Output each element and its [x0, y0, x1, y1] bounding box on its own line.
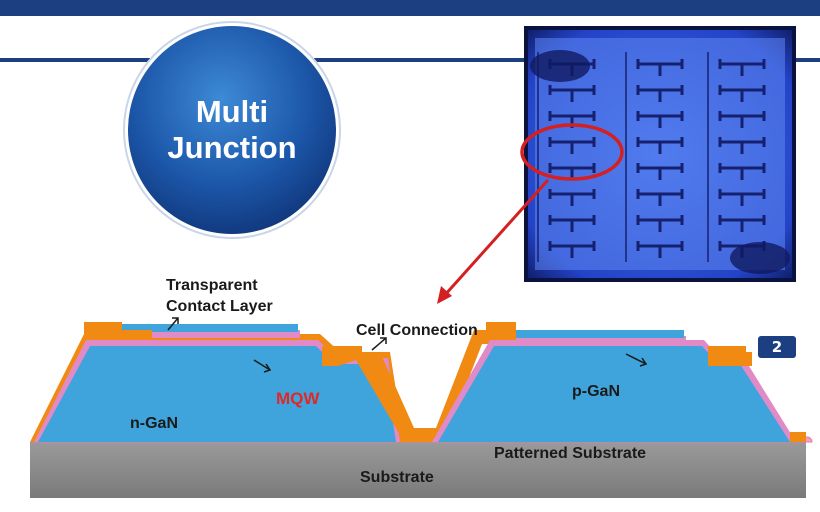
label-transparent-contact-line2: Contact Layer	[166, 298, 273, 315]
label-cell-connection: Cell Connection	[356, 322, 478, 339]
finger-shadow-bottom	[730, 242, 790, 274]
led-cell-pattern	[548, 111, 596, 128]
label-substrate: Substrate	[360, 469, 434, 486]
led-cell-pattern	[636, 189, 684, 206]
led-cell-pattern	[636, 215, 684, 232]
led-cell-pattern	[636, 241, 684, 258]
label-patterned-substrate: Patterned Substrate	[494, 445, 646, 462]
right-mesa	[432, 322, 806, 442]
led-cell-pattern	[548, 215, 596, 232]
led-cell-pattern	[636, 163, 684, 180]
highlight-arrow	[437, 178, 550, 304]
label-transparent-contact-line1: Transparent	[166, 277, 258, 294]
left-mesa	[30, 322, 404, 442]
multi-junction-badge: Multi Junction	[123, 21, 341, 239]
pointer-arrows	[167, 317, 648, 373]
substrate-layer	[30, 442, 806, 498]
led-cell-pattern	[636, 111, 684, 128]
circle-title-line2: Junction	[167, 130, 296, 165]
led-cell-pattern	[718, 215, 766, 232]
header-underline	[0, 58, 820, 62]
led-cell-pattern	[718, 163, 766, 180]
led-cell-pattern	[718, 59, 766, 76]
led-cell-pattern	[718, 189, 766, 206]
finger-shadow-top	[530, 50, 590, 82]
led-cell-pattern	[548, 241, 596, 258]
highlight-circle	[520, 123, 624, 181]
label-mqw: MQW	[276, 389, 320, 408]
led-cell-pattern	[548, 189, 596, 206]
led-cell-pattern	[548, 137, 596, 154]
label-p-gan: p-GaN	[572, 383, 620, 400]
led-cell-pattern	[548, 163, 596, 180]
header-bar	[0, 0, 820, 16]
label-n-gan: n-GaN	[130, 415, 178, 432]
led-cell-pattern	[718, 85, 766, 102]
led-array-photo	[520, 26, 796, 282]
led-cell-pattern	[636, 85, 684, 102]
led-cell-pattern	[718, 137, 766, 154]
circle-title-line1: Multi	[196, 94, 268, 129]
led-cell-pattern	[548, 85, 596, 102]
cell-connection-groove	[346, 330, 520, 442]
led-cell-pattern	[718, 111, 766, 128]
page-number-badge: 2	[758, 336, 796, 358]
led-cell-pattern	[636, 137, 684, 154]
led-cell-pattern	[636, 59, 684, 76]
